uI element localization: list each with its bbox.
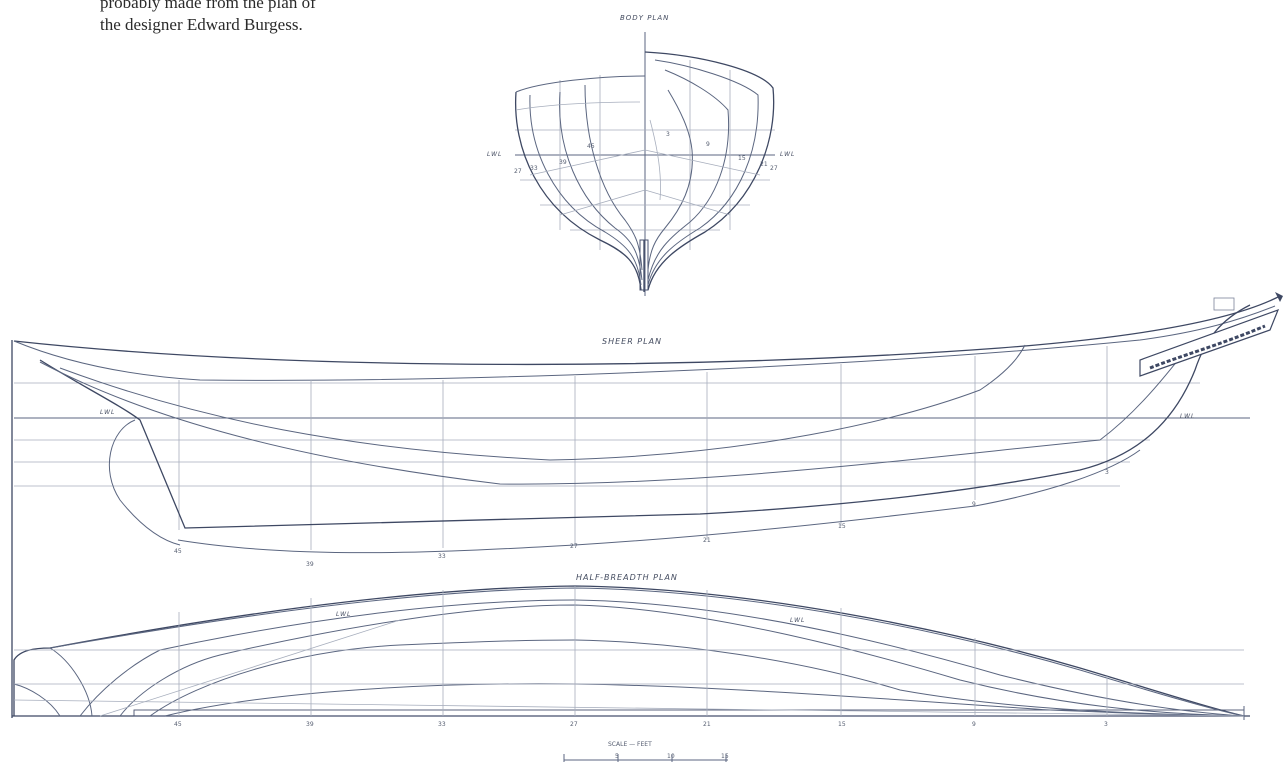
sheer-lwl-right: LWL (1180, 413, 1195, 420)
sheer-plan: SHEER PLAN LWL (11, 292, 1283, 718)
body-plan-label: 27 (770, 165, 778, 172)
body-plan-label: 9 (706, 141, 710, 148)
caption-line-1: probably made from the plan of (100, 0, 316, 12)
sheer-station-label: 9 (972, 501, 976, 508)
half-breadth-station-label: 15 (838, 721, 846, 728)
sheer-station-label: 15 (838, 523, 846, 530)
half-breadth-station-label: 3 (1104, 721, 1108, 728)
sheer-line (13, 295, 1281, 366)
sheer-station-label: 39 (306, 561, 314, 568)
half-breadth-station-label: 21 (703, 721, 711, 728)
half-breadth-station-label: 27 (570, 721, 578, 728)
half-breadth-station-label: 45 (174, 721, 182, 728)
body-plan-lwl-right: LWL (780, 151, 795, 158)
sheer-plan-title: SHEER PLAN (602, 337, 662, 346)
body-plan-label: 39 (559, 159, 567, 166)
scale-tick-label: 15 (721, 753, 729, 760)
stern-counter (108, 419, 181, 546)
scale-bar-label: SCALE — FEET (608, 741, 652, 748)
body-plan-title: BODY PLAN (620, 14, 669, 22)
sheer-station-label: 45 (174, 548, 182, 555)
half-breadth-lwl-right: LWL (790, 617, 805, 624)
body-plan: BODY PLAN LWL LWL (487, 14, 795, 296)
half-breadth-lwl-left: LWL (336, 611, 351, 618)
body-plan-lwl-left: LWL (487, 151, 502, 158)
body-plan-label: 45 (587, 143, 595, 150)
sheer-lwl-left: LWL (100, 409, 115, 416)
half-breadth-title: HALF-BREADTH PLAN (576, 573, 678, 582)
body-plan-label: 27 (514, 168, 522, 175)
sheer-station-label: 21 (703, 537, 711, 544)
caption-line-2: the designer Edward Burgess. (100, 15, 303, 34)
scale-tick-label: 5 (615, 753, 619, 760)
sheer-station-label: 33 (438, 553, 446, 560)
hull-profile (39, 304, 1251, 529)
half-breadth-station-label: 33 (438, 721, 446, 728)
body-plan-label: 33 (530, 165, 538, 172)
caption: probably made from the plan of the desig… (100, 0, 360, 36)
scale-tick-label: 10 (667, 753, 675, 760)
half-breadth-station-label: 9 (972, 721, 976, 728)
half-breadth-lwl (79, 599, 1245, 717)
sheer-station-label: 3 (1105, 469, 1109, 476)
body-plan-label: 21 (760, 161, 768, 168)
scale-bar: SCALE — FEET 5 10 15 (563, 741, 729, 762)
sheer-station-label: 27 (570, 543, 578, 550)
half-breadth-station-label: 39 (306, 721, 314, 728)
body-plan-label: 15 (738, 155, 746, 162)
body-plan-label: 3 (666, 131, 670, 138)
half-breadth-sheer (13, 585, 1245, 717)
half-breadth-plan: HALF-BREADTH PLAN LWL LWL 45 39 (12, 573, 1250, 728)
